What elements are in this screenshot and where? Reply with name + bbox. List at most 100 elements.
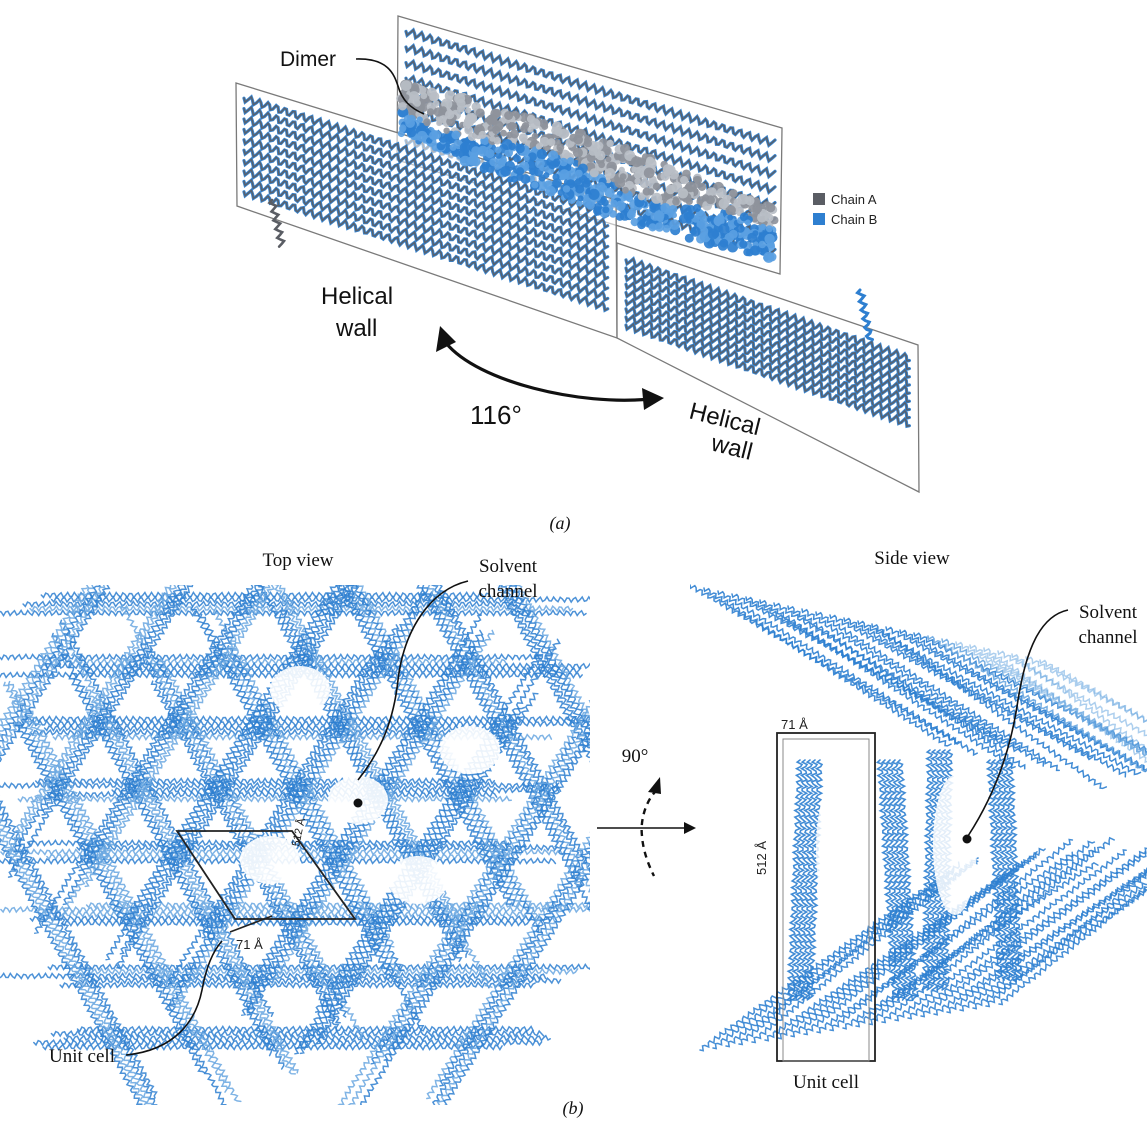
dimer-atom: [480, 164, 489, 173]
dimer-atom: [495, 122, 504, 131]
dimer-atom: [464, 126, 473, 135]
rotation-label: 90°: [622, 746, 649, 767]
dimer-atom: [615, 201, 625, 211]
dimer-atom: [423, 118, 431, 126]
dimer-atom: [405, 118, 415, 128]
dimer-atom: [637, 220, 646, 229]
dimer-atom: [702, 194, 709, 201]
angle-arrow: [446, 343, 650, 400]
top-lattice-helix: [70, 539, 549, 544]
dimer-atom: [553, 159, 560, 166]
dimer-atom: [495, 147, 502, 154]
dimer-atom: [457, 99, 466, 108]
dimer-atom: [622, 187, 629, 194]
dimer-atom: [666, 185, 676, 195]
dimer-atom: [407, 128, 416, 137]
dimer-atom: [529, 118, 540, 129]
top-edge-71: 71 Å: [236, 937, 263, 952]
dimer-atom: [609, 210, 617, 218]
dimer-atom: [521, 174, 531, 184]
dimer-atom: [634, 178, 640, 184]
top-lattice-helix: [65, 530, 539, 535]
dimer-atom: [506, 132, 513, 139]
side-solvent-leader: [968, 610, 1068, 836]
dimer-atom: [516, 167, 524, 175]
chain-b-label: Chain B: [831, 212, 877, 227]
dimer-atom: [489, 136, 495, 142]
dimer-atom: [598, 161, 605, 168]
dimer-atom: [588, 189, 599, 200]
dimer-atom: [559, 158, 568, 167]
caption-a: (a): [550, 513, 571, 534]
chain-legend: Chain A Chain B: [813, 192, 877, 227]
dimer-atom: [660, 203, 670, 213]
dimer-atom: [605, 168, 616, 179]
top-solvent-hole: [388, 856, 448, 904]
dimer-atom: [557, 144, 565, 152]
chain-a-swatch: [813, 193, 825, 205]
angle-label: 116°: [470, 400, 522, 430]
top-lattice-helix: [47, 544, 620, 549]
dimer-atom: [669, 205, 678, 214]
rotation-axis-arrowhead: [684, 822, 696, 834]
dimer-label: Dimer: [280, 48, 336, 71]
dimer-atom: [500, 166, 511, 177]
dimer-atom: [708, 228, 719, 239]
side-view-title: Side view: [874, 548, 950, 569]
dimer-atom: [694, 176, 702, 184]
side-upper-helix: [704, 588, 951, 746]
dimer-atom: [627, 210, 636, 219]
dimer-atom: [734, 198, 742, 206]
dimer-atom: [547, 138, 555, 146]
side-solvent-channel-line2: channel: [1078, 627, 1137, 648]
dimer-atom: [672, 198, 680, 206]
top-lattice-helix: [49, 535, 519, 540]
dimer-atom: [644, 168, 655, 179]
top-view-lattice: [0, 415, 684, 1123]
top-lattice-helix: [0, 443, 177, 808]
side-edge-512: 512 Å: [754, 841, 769, 875]
panel-a: Dimer Chain A Chain B Helical wall 116° …: [236, 16, 919, 534]
rotation-arc-arrowhead: [648, 777, 661, 794]
dimer-atom: [539, 119, 548, 128]
side-solvent-hole: [816, 770, 868, 930]
dimer-atom: [719, 199, 729, 209]
dimer-atom: [531, 181, 538, 188]
dimer-atom: [646, 157, 654, 165]
dimer-atom: [532, 133, 539, 140]
dimer-atom: [685, 234, 694, 243]
dimer-atom: [440, 106, 447, 113]
chain-a-label: Chain A: [831, 192, 877, 207]
dimer-atom: [717, 188, 727, 198]
dimer-atom: [420, 92, 427, 99]
side-lower-helix: [856, 848, 1095, 1027]
dimer-atom: [619, 167, 625, 173]
dimer-atom: [616, 213, 624, 221]
dimer-atom: [586, 201, 595, 210]
dimer-atom: [537, 149, 547, 159]
top-solvent-hole: [270, 666, 330, 714]
top-lattice-helix: [36, 778, 495, 783]
side-upper-helix: [830, 615, 1093, 759]
dimer-atom: [660, 172, 669, 181]
dimer-atom: [432, 130, 441, 139]
dimer-atom: [746, 249, 753, 256]
rotation-arc: [642, 790, 657, 876]
top-solvent-hole: [440, 726, 500, 774]
dimer-atom: [502, 139, 513, 150]
dimer-atom: [436, 120, 442, 126]
dimer-atom: [513, 155, 521, 163]
dimer-atom: [596, 151, 606, 161]
dimer-atom: [430, 92, 439, 101]
dimer-atom: [631, 156, 642, 167]
dimer-atom: [554, 128, 562, 136]
dimer-atom: [763, 252, 774, 263]
dimer-atom: [573, 148, 583, 158]
side-solvent-dot: [963, 835, 972, 844]
dimer-atom: [604, 149, 610, 155]
dimer-atom: [626, 195, 633, 202]
panel-b-side-view: Side view 71 Å 512 Å Solvent channel Uni…: [690, 548, 1147, 1093]
dimer-atom: [718, 224, 729, 235]
top-solvent-channel-line2: channel: [478, 581, 537, 602]
